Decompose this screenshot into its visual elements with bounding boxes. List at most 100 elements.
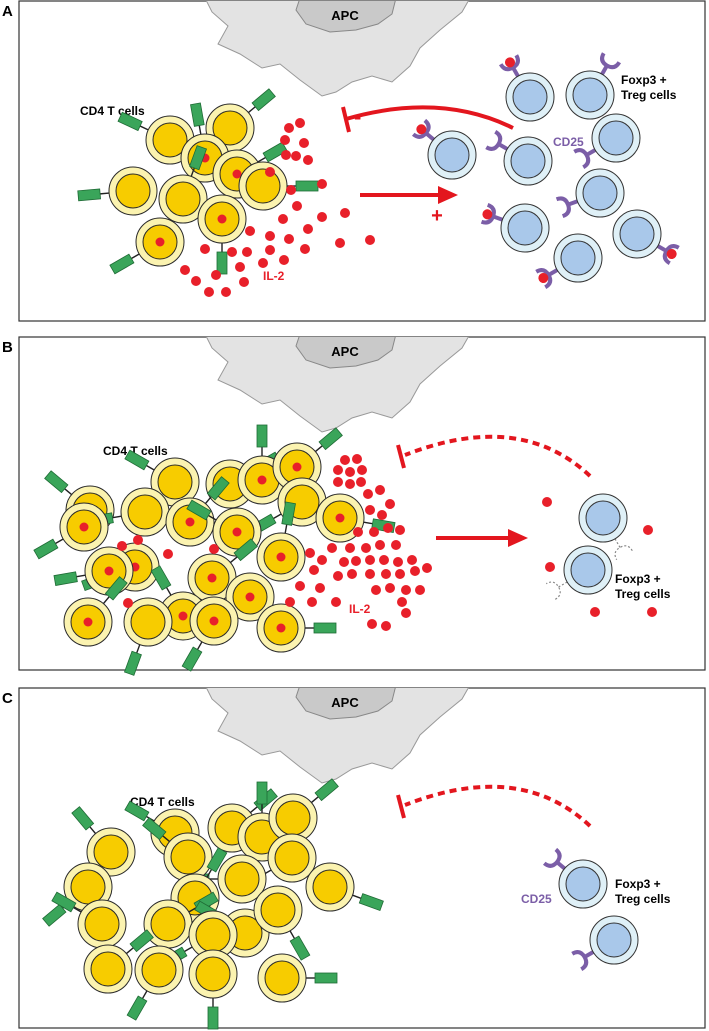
cd4-t-cell [268, 778, 339, 843]
il2-receptor [142, 817, 167, 841]
il2-receptor [150, 565, 172, 591]
il2-molecule [315, 583, 325, 593]
il2-molecule [339, 557, 349, 567]
cd4-t-cells-label: CD4 T cells [80, 104, 145, 118]
il2-receptor [206, 476, 230, 501]
cd4-t-cell [71, 806, 136, 877]
il2-receptor [314, 972, 338, 984]
il2-molecule [351, 556, 361, 566]
il2-molecule [331, 597, 341, 607]
cd4-t-cell [123, 597, 173, 676]
il2-receptor [262, 141, 288, 163]
cd25-receptor [656, 244, 680, 266]
il2-molecule [375, 540, 385, 550]
apc-label: APC [331, 344, 359, 359]
il-2-label: IL-2 [263, 269, 285, 283]
panel-c-letter: C [2, 690, 13, 707]
il2-molecule [307, 597, 317, 607]
il2-molecule [369, 527, 379, 537]
il2-molecule [357, 465, 367, 475]
il2-molecule [365, 235, 375, 245]
il2-molecule [365, 505, 375, 515]
il2-molecule [281, 150, 291, 160]
cd4-t-cell [158, 145, 208, 224]
il2-receptor [181, 646, 203, 672]
il2-molecule [391, 540, 401, 550]
il2-molecule [365, 569, 375, 579]
il2-receptor [129, 929, 154, 953]
il2-molecule [163, 549, 173, 559]
il2-molecule [643, 525, 653, 535]
treg-cell [535, 233, 603, 290]
il2-receptor [251, 88, 276, 112]
apc-nucleus [295, 1, 396, 33]
il2-receptor [51, 891, 77, 913]
bound-il2 [276, 623, 286, 633]
inhibition-bar [396, 794, 406, 819]
il2-molecule [209, 544, 219, 554]
il2-receptor [295, 180, 319, 192]
treg-cell [485, 129, 553, 186]
cd25-label: CD25 [521, 892, 552, 906]
il2-molecule [221, 287, 231, 297]
il2-molecule [299, 138, 309, 148]
il2-molecule [397, 597, 407, 607]
il2-receptor [189, 145, 208, 171]
cd4-t-cell [256, 501, 306, 582]
weak-inhibition-arc [404, 784, 592, 828]
il2-molecule [239, 277, 249, 287]
il2-molecule [340, 208, 350, 218]
il2-receptor [314, 778, 339, 802]
bound-il2 [217, 214, 227, 224]
treg-cell [480, 202, 550, 253]
il2-receptor [256, 424, 268, 448]
il2-molecule [303, 224, 313, 234]
cd25-receptor [480, 202, 504, 225]
il2-molecule [375, 485, 385, 495]
bound-il2 [335, 513, 345, 523]
treg-cell [498, 54, 555, 122]
il2-receptor [289, 935, 311, 961]
panel-b-letter: B [2, 339, 13, 356]
il2-molecule [367, 619, 377, 629]
il2-molecule [245, 226, 255, 236]
bound-il2 [232, 169, 242, 179]
il2-receptor [233, 538, 258, 562]
foxp3-label: Foxp3 + [615, 572, 661, 586]
il2-molecule [381, 621, 391, 631]
treg-cell [612, 209, 680, 266]
il2-molecule [191, 276, 201, 286]
cd4-t-cell [77, 166, 158, 216]
il2-molecule [353, 527, 363, 537]
cd4-t-cell [51, 891, 127, 949]
cd25-receptor [542, 847, 566, 871]
foxp3-label: Foxp3 + [615, 877, 661, 891]
cd4-t-cell [117, 111, 195, 165]
cd4-t-cell [256, 603, 337, 653]
il2-molecule [317, 212, 327, 222]
il2-molecule [422, 563, 432, 573]
il2-arrow-head [508, 529, 528, 547]
il2-molecule [235, 262, 245, 272]
cd25-receptor [555, 196, 579, 219]
apc-cell [205, 1, 469, 97]
bound-il2 [79, 522, 89, 532]
il2-molecule [291, 151, 301, 161]
bound-il2 [178, 611, 188, 621]
il2-molecule [227, 247, 237, 257]
il2-molecule [303, 155, 313, 165]
panel-a-letter: A [2, 3, 13, 20]
il2-molecule [133, 535, 143, 545]
cd25-receptor [600, 52, 622, 76]
apc-nucleus [295, 337, 396, 369]
il2-receptor [358, 893, 384, 912]
il2-molecule [361, 543, 371, 553]
cd25-receptor [614, 538, 633, 561]
apc-label: APC [331, 8, 359, 23]
il2-molecule [393, 557, 403, 567]
weak-inhibition-arc [404, 434, 592, 478]
treg-cells-label: Treg cells [615, 892, 671, 906]
bound-il2 [83, 617, 93, 627]
bound-il2 [292, 462, 302, 472]
il2-molecule [305, 548, 315, 558]
